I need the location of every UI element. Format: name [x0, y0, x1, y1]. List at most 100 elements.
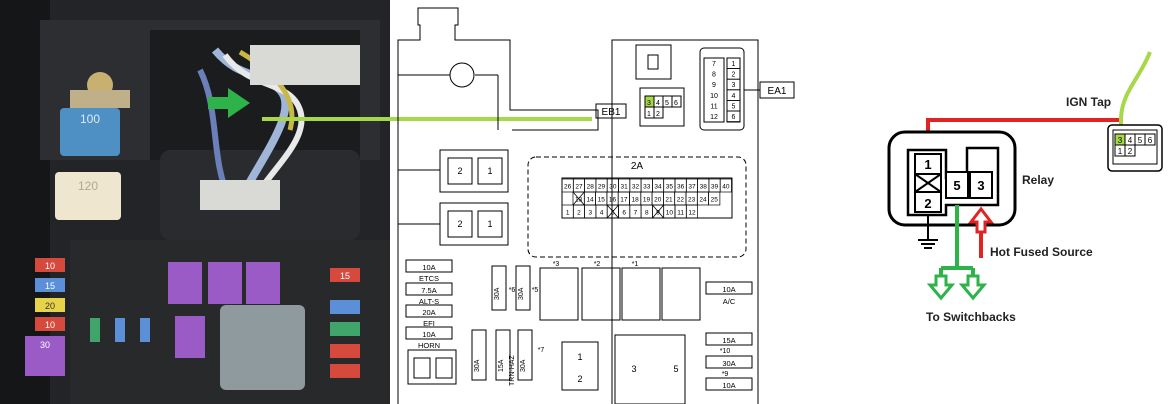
small-relay-pin: 2: [577, 374, 582, 384]
eb1-pin: 1: [647, 111, 651, 118]
ign-tap-label: IGN Tap: [1066, 95, 1111, 109]
relay-pin: 1: [487, 219, 492, 229]
fuse-rating: 10A: [422, 263, 435, 272]
relay-pin-label: 2: [924, 196, 931, 211]
block-2a-pin: 38: [700, 184, 708, 191]
eb1-pin: 2: [656, 111, 660, 118]
fuse-rating: 10A: [722, 285, 735, 294]
block-2a-pin: 22: [677, 197, 685, 204]
unused-pin-mark: [572, 191, 585, 206]
block-2a-pin: 5: [611, 210, 615, 217]
vertical-fuse-rating: 30A: [494, 287, 501, 300]
fuse-label: 10: [45, 320, 55, 330]
block-2a-pin: 39: [711, 184, 719, 191]
connector-pin: 5: [1138, 136, 1143, 145]
block-2a-pin: 29: [598, 184, 606, 191]
connector-pin: 2: [1128, 147, 1133, 156]
arrow-down-icon: [926, 274, 956, 301]
fuse-label: 100: [80, 112, 100, 126]
switchbacks-label: To Switchbacks: [926, 310, 1016, 324]
fuse-rating: 7.5A: [421, 286, 436, 295]
fuse-label: 20: [45, 301, 55, 311]
block-2a-pin: 16: [609, 197, 617, 204]
unused-pin-mark: [652, 204, 665, 219]
ea1-pin: 3: [732, 82, 736, 89]
relay-pin-label: 5: [953, 178, 960, 193]
block-2a-pin: 14: [586, 197, 594, 204]
eb1-pin: 6: [674, 100, 678, 107]
ground-icon: [918, 239, 938, 249]
vertical-fuse-rating: 30A: [518, 287, 525, 300]
eb1-pin: 4: [656, 100, 660, 107]
note-label: *6: [509, 287, 516, 294]
note-label: *1: [632, 261, 639, 268]
ign-connector: 3 4 5 6 1 2: [1107, 124, 1163, 172]
block-2a-pin: 40: [722, 184, 730, 191]
block-2a-pin: 34: [654, 184, 662, 191]
fuse-rating: 15A: [722, 336, 735, 345]
eb1-pin: 3: [647, 100, 651, 107]
fuse-name: ETCS: [419, 274, 439, 283]
note-label: *2: [594, 261, 601, 268]
block-2a-pin: 17: [620, 197, 628, 204]
block-2a-pin: 7: [634, 210, 638, 217]
ea1-pin: 10: [710, 93, 718, 100]
eb1-pin: 5: [665, 100, 669, 107]
relay-pin-label: 1: [924, 157, 931, 172]
block-2a-pin: 15: [598, 197, 606, 204]
block-2a-pin: 24: [699, 197, 707, 204]
small-relay-pin: 3: [631, 364, 636, 374]
block-2a-pin: 30: [609, 184, 617, 191]
block-2a-pin: 2: [577, 210, 581, 217]
ea1-pin: 4: [732, 93, 736, 100]
block-2a-pin: 4: [600, 210, 604, 217]
ea1-pin: 11: [710, 103, 717, 110]
fuse-box-schematic: [397, 7, 795, 404]
block-2a-pin: 23: [688, 197, 696, 204]
block-2a-pin: 3: [588, 210, 592, 217]
eb1-label: EB1: [602, 107, 621, 118]
block-2a-pin: 6: [622, 210, 626, 217]
vertical-fuse-rating: 30A: [520, 359, 527, 372]
trn-haz-label: TRN-HAZ: [509, 355, 516, 386]
fuse-box-photo: 100 120 10 15 20 10 30 15: [0, 0, 390, 404]
relay-pin: 2: [457, 166, 462, 176]
connector-pin: 4: [1128, 136, 1133, 145]
block-2a-pin: 37: [688, 184, 696, 191]
ign-tap-wire: [1119, 51, 1152, 132]
relay-pin-label: 3: [977, 178, 984, 193]
block-2a-pin: 9: [656, 210, 660, 217]
block-2a-pin: 8: [645, 210, 649, 217]
ea1-pin: 9: [712, 82, 716, 89]
block-2a-pin: 36: [677, 184, 685, 191]
relay-wiring: 1 2 5 3 Relay IGN Tap Hot Fused Source T…: [887, 51, 1163, 324]
block-2a-pin: 31: [621, 184, 629, 191]
connector-pin: 1: [1118, 147, 1123, 156]
block-2a-pin: 18: [632, 197, 640, 204]
connector-pin: 3: [1118, 136, 1123, 145]
fuse-rating: 10A: [422, 330, 435, 339]
block-2a-pin: 13: [575, 197, 583, 204]
fuse-rating: 20A: [422, 308, 435, 317]
vertical-fuse-rating: 30A: [474, 359, 481, 372]
block-2a-pin: 26: [564, 184, 572, 191]
block-2a-pin: 32: [632, 184, 640, 191]
fuse-name: HORN: [418, 341, 440, 350]
block-2a-pin: 25: [711, 197, 719, 204]
ea1-pin: 2: [732, 72, 736, 79]
block-2a-pin: 11: [677, 210, 684, 217]
ea1-pin: 7: [712, 61, 716, 68]
fuse-name: EFI: [423, 319, 435, 328]
fuse-rating: 30A: [722, 359, 735, 368]
block-2a-pin: 27: [575, 184, 583, 191]
block-2a-pin: 33: [643, 184, 651, 191]
note-label: *7: [538, 347, 545, 354]
arrow-down-icon: [958, 274, 988, 301]
small-relay-pin: 1: [577, 352, 582, 362]
relay-pin: 2: [457, 219, 462, 229]
fuse-name: A/C: [723, 297, 736, 306]
fuse-name: ALT-S: [419, 297, 439, 306]
ea1-pin: 12: [710, 114, 718, 121]
